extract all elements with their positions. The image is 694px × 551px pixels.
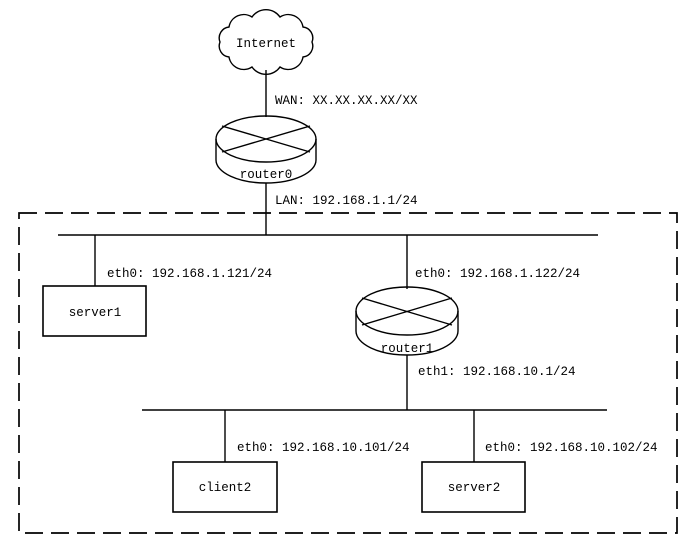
private-network-boundary — [18, 212, 678, 534]
client2-box — [172, 461, 278, 513]
server1-box — [42, 285, 147, 337]
wan-address-label: WAN: XX.XX.XX.XX/XX — [275, 94, 418, 108]
router1-symbol: router1 — [355, 286, 459, 356]
server2-iface-label: eth0: 192.168.10.102/24 — [485, 441, 658, 455]
router1-eth1-label: eth1: 192.168.10.1/24 — [418, 365, 576, 379]
server2-label: server2 — [448, 481, 501, 495]
internet-cloud-icon — [218, 8, 314, 76]
router0-x-line-2 — [221, 125, 311, 153]
client2-iface-label: eth0: 192.168.10.101/24 — [237, 441, 410, 455]
lan-address-label: LAN: 192.168.1.1/24 — [275, 194, 418, 208]
router1-label: router1 — [381, 342, 434, 356]
server2-box — [421, 461, 526, 513]
router1-bottom-arc — [355, 330, 459, 356]
server1-label: server1 — [69, 306, 122, 320]
router1-eth0-label: eth0: 192.168.1.122/24 — [415, 267, 580, 281]
router0-symbol: router0 — [215, 115, 317, 184]
server1-iface-label: eth0: 192.168.1.121/24 — [107, 267, 272, 281]
router0-label: router0 — [240, 168, 293, 182]
router0-bottom-arc — [215, 159, 317, 184]
internet-label: Internet — [236, 37, 296, 51]
router1-x-line-2 — [361, 297, 453, 326]
client2-label: client2 — [199, 481, 252, 495]
